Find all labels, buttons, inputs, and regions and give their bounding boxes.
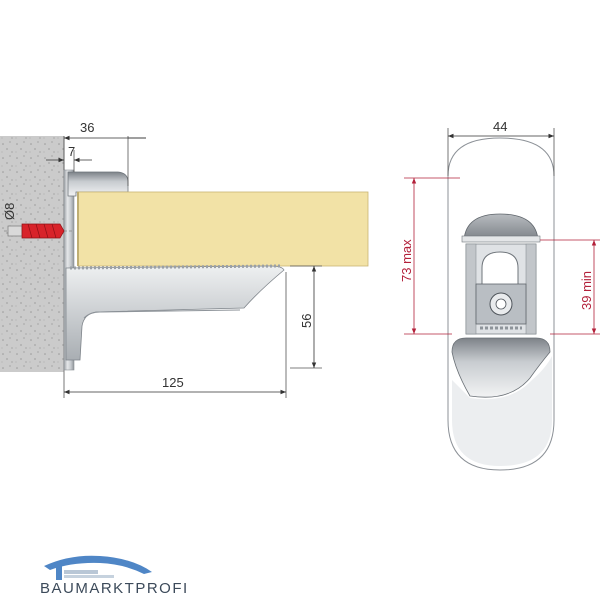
dim-hole-label: Ø8 bbox=[2, 203, 17, 220]
front-center-right-rail bbox=[525, 243, 537, 335]
bracket-lower-shade bbox=[83, 309, 241, 319]
front-lower-highlight bbox=[452, 356, 552, 466]
dimension-73-max: 73 max bbox=[399, 177, 460, 335]
top-clamp bbox=[67, 171, 129, 197]
brand-name: BAUMARKTPROFI bbox=[40, 580, 189, 597]
dimension-56: 56 bbox=[290, 265, 322, 369]
front-center-left-rail bbox=[465, 243, 477, 335]
front-dome-base bbox=[461, 235, 541, 243]
dim-39-min-label: 39 min bbox=[579, 271, 594, 310]
brand-logo-icon bbox=[44, 555, 152, 580]
dimension-7: 7 bbox=[46, 144, 92, 172]
dim-73-max-label: 73 max bbox=[399, 239, 414, 282]
dim-125-label: 125 bbox=[162, 375, 184, 390]
dim-44-label: 44 bbox=[493, 119, 507, 134]
front-view: 44 73 max 39 min bbox=[399, 119, 600, 471]
wall bbox=[0, 136, 64, 372]
front-top-dome bbox=[463, 213, 539, 241]
dimension-44: 44 bbox=[447, 119, 555, 176]
dimension-39-min: 39 min bbox=[540, 239, 600, 335]
front-lower-jaw bbox=[451, 337, 551, 398]
dim-56-label: 56 bbox=[299, 314, 314, 328]
dimension-36: 36 bbox=[63, 120, 146, 186]
bracket-arm bbox=[65, 265, 285, 361]
dimension-125: 125 bbox=[63, 272, 287, 398]
side-view: 36 7 Ø8 56 125 bbox=[0, 120, 369, 398]
shelf-board bbox=[77, 191, 369, 267]
front-slot-window bbox=[481, 251, 519, 287]
bracket-grip-ribs bbox=[69, 264, 281, 270]
dimension-hole: Ø8 bbox=[2, 203, 17, 220]
dim-7-label: 7 bbox=[68, 144, 75, 159]
wall-dowel bbox=[4, 223, 74, 239]
dim-36-label: 36 bbox=[80, 120, 94, 135]
